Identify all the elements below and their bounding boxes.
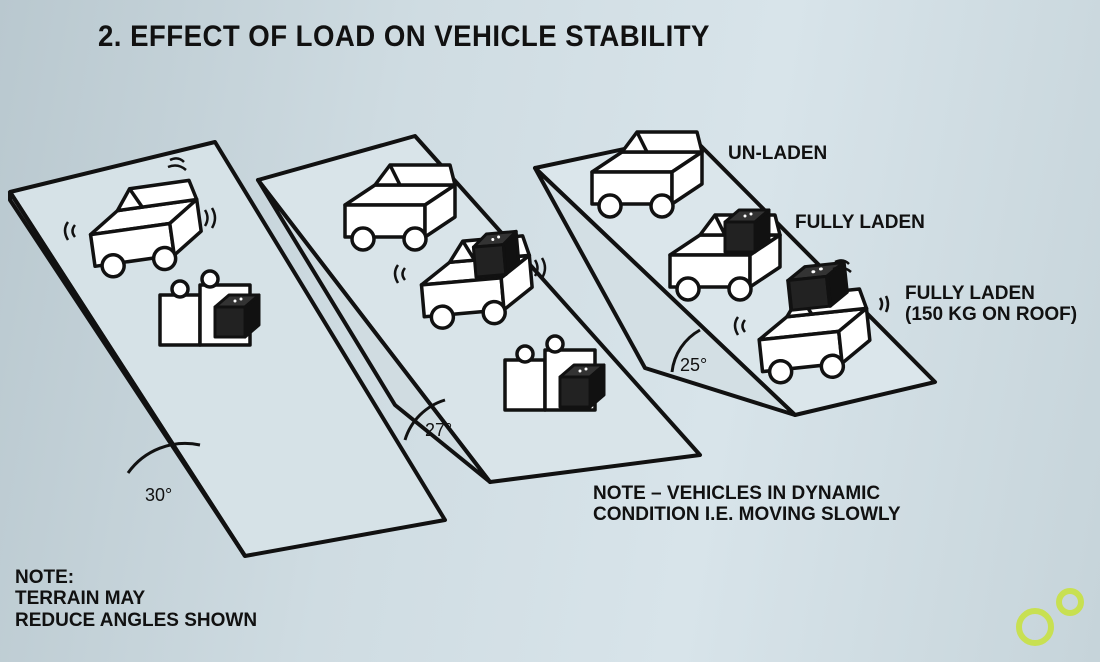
note-dynamic-line2: CONDITION I.E. MOVING SLOWLY xyxy=(593,504,901,526)
gear-watermark-icon xyxy=(1016,588,1084,646)
label-fully-laden-roof-line2: (150 KG ON ROOF) xyxy=(905,304,1078,326)
note-terrain-line3: REDUCE ANGLES SHOWN xyxy=(15,609,258,631)
note-dynamic: NOTE – VEHICLES IN DYNAMIC CONDITION I.E… xyxy=(593,483,901,526)
note-terrain: NOTE: TERRAIN MAY REDUCE ANGLES SHOWN xyxy=(15,567,257,631)
note-terrain-line2: TERRAIN MAY xyxy=(15,588,146,610)
page-title: 2. EFFECT OF LOAD ON VEHICLE STABILITY xyxy=(98,20,710,53)
note-terrain-line1: NOTE: xyxy=(15,567,75,588)
motion-lines xyxy=(63,157,890,336)
label-unladen: UN-LADEN xyxy=(728,143,828,164)
label-fully-laden-roof-line1: FULLY LADEN xyxy=(905,283,1035,304)
angle-label-30: 30° xyxy=(145,485,173,505)
note-dynamic-line1: NOTE – VEHICLES IN DYNAMIC xyxy=(593,483,881,504)
label-fully-laden: FULLY LADEN xyxy=(795,212,925,233)
label-fully-laden-roof: FULLY LADEN (150 KG ON ROOF) xyxy=(905,283,1077,326)
angle-label-25: 25° xyxy=(680,355,708,375)
angle-label-27: 27° xyxy=(425,420,453,440)
